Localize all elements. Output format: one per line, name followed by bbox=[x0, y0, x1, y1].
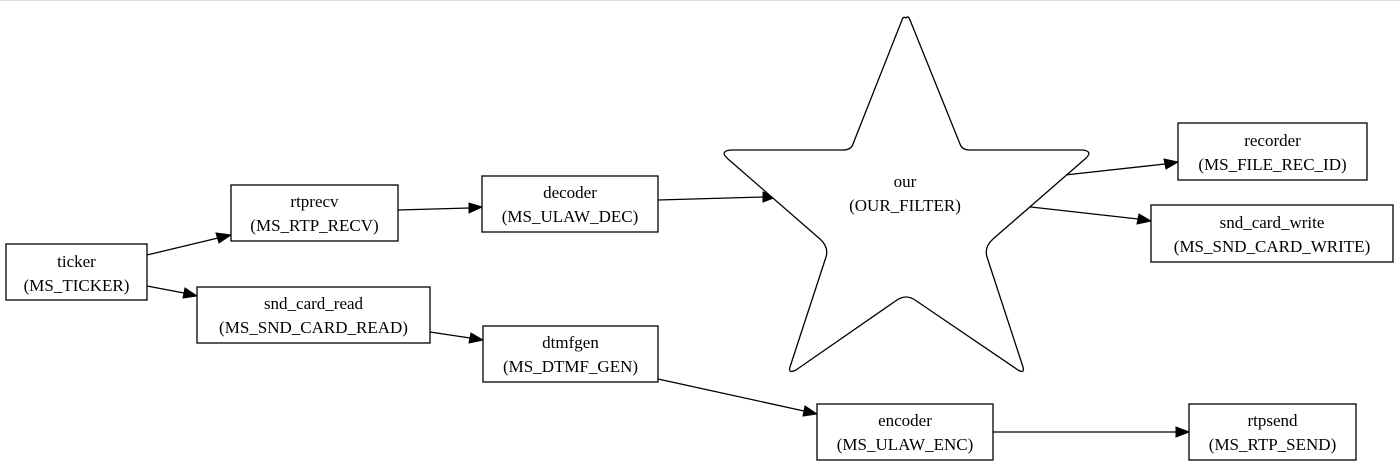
node-snd-card-write-type: (MS_SND_CARD_WRITE) bbox=[1174, 237, 1370, 256]
star-shape bbox=[723, 16, 1090, 373]
node-ticker-type: (MS_TICKER) bbox=[24, 276, 130, 295]
node-rtpsend-name: rtpsend bbox=[1247, 411, 1298, 430]
node-encoder: encoder (MS_ULAW_ENC) bbox=[816, 403, 994, 461]
node-encoder-name: encoder bbox=[878, 411, 932, 430]
node-snd-card-read-name: snd_card_read bbox=[264, 294, 364, 313]
edge-ticker-rtprecv bbox=[146, 232, 233, 256]
node-dtmfgen: dtmfgen (MS_DTMF_GEN) bbox=[482, 325, 659, 383]
edge-our-snd-card-write bbox=[1021, 205, 1153, 225]
node-decoder-type: (MS_ULAW_DEC) bbox=[502, 207, 639, 226]
node-recorder: recorder (MS_FILE_REC_ID) bbox=[1177, 122, 1368, 181]
node-rtpsend-type: (MS_RTP_SEND) bbox=[1209, 435, 1336, 454]
edge-encoder-rtpsend bbox=[993, 426, 1191, 438]
node-rtprecv-type: (MS_RTP_RECV) bbox=[250, 216, 378, 235]
node-snd-card-read: snd_card_read (MS_SND_CARD_READ) bbox=[196, 286, 431, 344]
node-recorder-type: (MS_FILE_REC_ID) bbox=[1198, 155, 1346, 174]
node-decoder-name: decoder bbox=[543, 183, 597, 202]
edge-decoder-our bbox=[657, 191, 778, 203]
node-our: our (OUR_FILTER) bbox=[723, 16, 1090, 373]
node-our-name: our bbox=[894, 172, 917, 191]
node-encoder-type: (MS_ULAW_ENC) bbox=[837, 435, 974, 454]
node-recorder-name: recorder bbox=[1244, 131, 1301, 150]
edge-snd-card-read-dtmfgen bbox=[429, 331, 485, 344]
node-ticker: ticker (MS_TICKER) bbox=[5, 243, 148, 301]
node-snd-card-write-name: snd_card_write bbox=[1220, 213, 1325, 232]
node-rtprecv-name: rtprecv bbox=[290, 192, 339, 211]
node-decoder: decoder (MS_ULAW_DEC) bbox=[481, 175, 659, 233]
edge-rtprecv-decoder bbox=[397, 202, 484, 214]
node-rtpsend: rtpsend (MS_RTP_SEND) bbox=[1188, 403, 1357, 461]
node-dtmfgen-name: dtmfgen bbox=[542, 333, 599, 352]
node-ticker-name: ticker bbox=[57, 252, 96, 271]
edge-our-recorder bbox=[1064, 158, 1180, 176]
node-snd-card-write: snd_card_write (MS_SND_CARD_WRITE) bbox=[1150, 204, 1394, 263]
node-snd-card-read-type: (MS_SND_CARD_READ) bbox=[219, 318, 408, 337]
edge-ticker-snd-card-read bbox=[146, 285, 199, 299]
node-rtprecv: rtprecv (MS_RTP_RECV) bbox=[230, 184, 399, 242]
edge-dtmfgen-encoder bbox=[657, 378, 819, 417]
node-our-type: (OUR_FILTER) bbox=[849, 196, 961, 215]
node-dtmfgen-type: (MS_DTMF_GEN) bbox=[503, 357, 638, 376]
